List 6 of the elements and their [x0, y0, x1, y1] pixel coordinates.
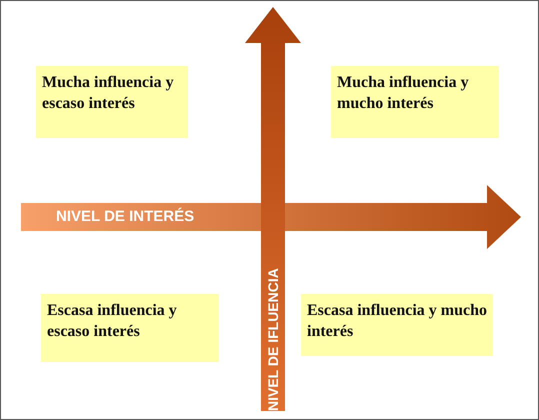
quadrant-box: Mucha influencia y escaso interés [36, 66, 188, 138]
quadrant-box: Escasa influencia y escaso interés [41, 294, 219, 362]
quadrant-box: Escasa influencia y mucho interés [301, 294, 493, 356]
axis-label: NIVEL DE INTERÉS [56, 208, 194, 225]
axis-label: NIVEL DE IFLUENCIA [265, 268, 281, 411]
quadrant-box: Mucha influencia y mucho interés [331, 66, 499, 138]
